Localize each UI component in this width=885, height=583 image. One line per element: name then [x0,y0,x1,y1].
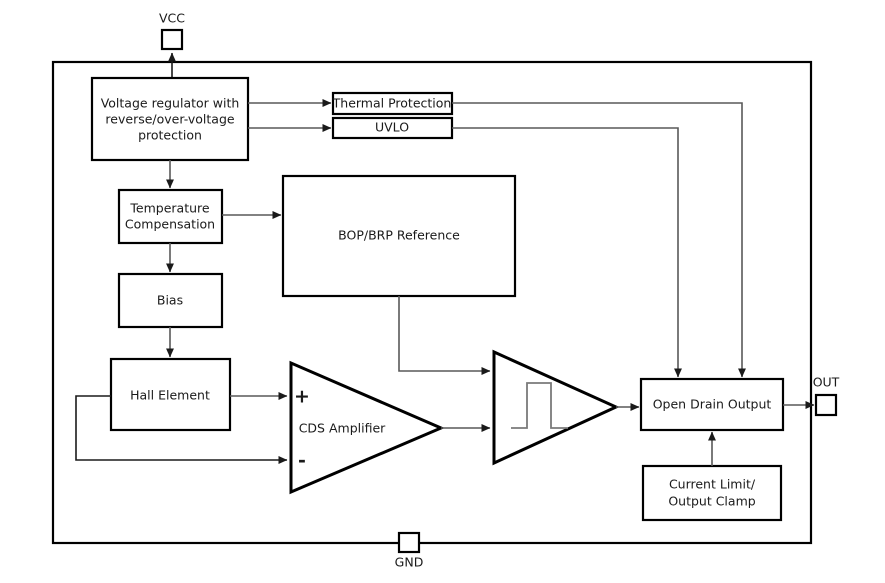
gnd-pin-box[interactable] [397,531,421,554]
cds-amplifier-label: CDS Amplifier [299,421,386,436]
bop-brp-reference-label: BOP/BRP Reference [338,228,460,243]
out-pin-box[interactable] [814,393,838,417]
block-hall-element[interactable] [109,357,232,432]
wire-uvlo-to-open-drain [452,127,682,378]
hysteresis-symbol-icon [511,382,568,429]
block-hysteresis-comparator[interactable] [492,349,620,466]
bias-label: Bias [157,293,183,308]
open-drain-output-label: Open Drain Output [653,397,772,412]
cds-amplifier-minus-input-label: - [298,450,306,472]
out-pin-label: OUT [813,375,840,390]
current-limit-label-line2: Output Clamp [668,494,755,509]
thermal-protection-label: Thermal Protection [332,96,452,111]
uvlo-label: UVLO [375,120,409,135]
block-bias[interactable] [117,272,224,329]
wire-hall-element-to-amplifier-minus [75,395,288,464]
wire-bop-brp-to-comparator [398,296,491,375]
temperature-compensation-label-line2: Compensation [125,217,215,232]
ic-outer-frame [51,60,813,545]
voltage-regulator-label-line2: reverse/over-voltage [105,112,234,127]
cds-amplifier-plus-input-label: + [294,386,310,408]
current-limit-label-line1: Current Limit/ [669,477,756,492]
block-voltage-regulator[interactable] [90,76,250,162]
temperature-compensation-label-line1: Temperature [129,201,209,216]
vcc-pin-box[interactable] [160,28,184,51]
block-current-limit-output-clamp[interactable] [641,464,783,522]
voltage-regulator-label-line3: protection [138,128,202,143]
block-open-drain-output[interactable] [639,377,785,432]
gnd-pin-label: GND [395,555,424,570]
block-cds-amplifier[interactable] [289,360,445,495]
voltage-regulator-label-line1: Voltage regulator with [101,96,240,111]
hall-element-label: Hall Element [130,388,210,403]
block-bop-brp-reference[interactable] [281,174,517,298]
wire-thermal-protection-to-open-drain [452,102,746,378]
vcc-pin-label: VCC [159,11,185,26]
